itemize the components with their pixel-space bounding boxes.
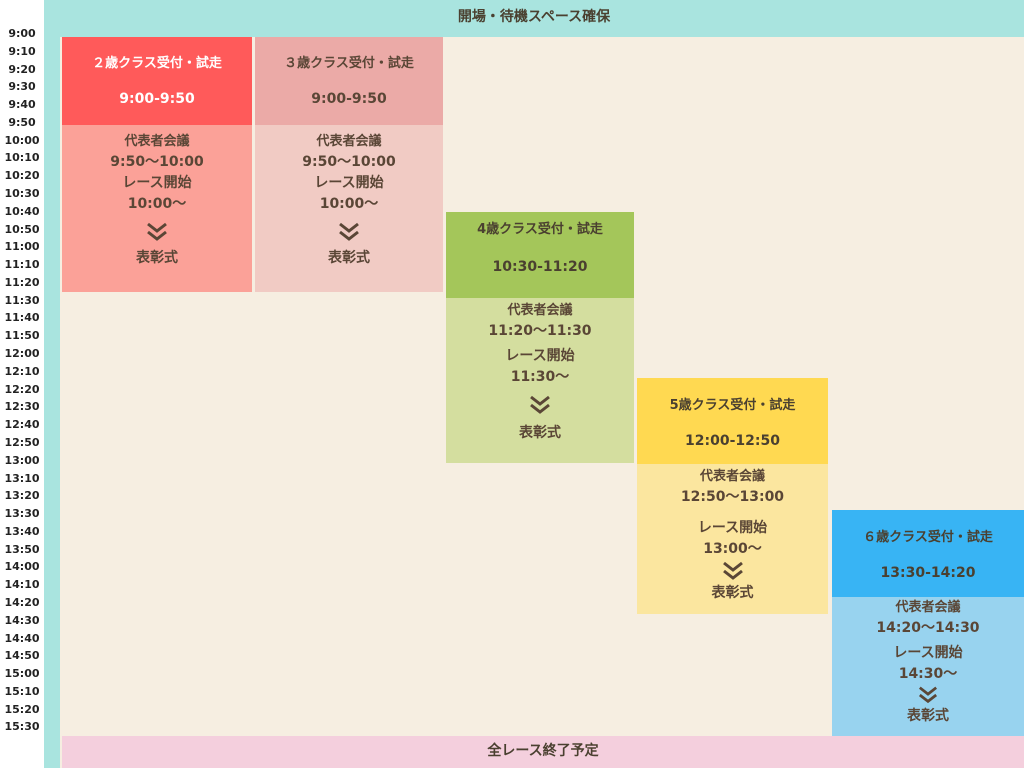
time-label: 9:40: [8, 98, 36, 112]
class-4-body: 代表者会議 11:20〜11:30 レース開始 11:30〜 表彰式: [446, 298, 634, 463]
class-4-head: 4歳クラス受付・試走 10:30-11:20: [446, 212, 634, 298]
class-time: 13:30-14:20: [880, 565, 976, 581]
time-label: 13:20: [4, 489, 40, 503]
chevron-down-icon: [722, 561, 743, 580]
award-ceremony: 表彰式: [136, 250, 178, 266]
meeting-time: 14:20〜14:30: [876, 620, 980, 636]
time-label: 13:30: [4, 507, 40, 521]
time-label: 9:50: [8, 115, 36, 129]
time-label: 12:00: [4, 347, 40, 361]
time-label: 10:40: [4, 204, 40, 218]
time-label: 11:30: [4, 293, 40, 307]
meeting-time: 9:50〜10:00: [110, 154, 204, 170]
race-label: レース開始: [893, 645, 963, 661]
time-label: 12:40: [4, 418, 40, 432]
race-time: 10:00〜: [127, 196, 187, 212]
time-label: 14:40: [4, 631, 40, 645]
time-label: 14:10: [4, 578, 40, 592]
time-label: 12:30: [4, 400, 40, 414]
time-label: 10:00: [4, 133, 40, 147]
class-time: 9:00-9:50: [119, 91, 195, 107]
award-ceremony: 表彰式: [519, 425, 561, 441]
opening-banner: 開場・待機スペース確保: [44, 0, 1024, 37]
class-title: ３歳クラス受付・試走: [284, 56, 414, 71]
time-label: 10:20: [4, 169, 40, 183]
class-2-head: ２歳クラス受付・試走 9:00-9:50: [62, 37, 252, 125]
meeting-label: 代表者会議: [895, 600, 961, 615]
time-label: 14:00: [4, 560, 40, 574]
time-label: 13:50: [4, 542, 40, 556]
time-label: 10:30: [4, 187, 40, 201]
meeting-label: 代表者会議: [316, 134, 382, 149]
class-title: ６歳クラス受付・試走: [863, 530, 993, 545]
time-label: 15:30: [4, 720, 40, 734]
time-label: 11:00: [4, 240, 40, 254]
race-time: 11:30〜: [510, 369, 570, 385]
chevron-down-icon: [918, 686, 938, 704]
time-label: 13:40: [4, 524, 40, 538]
meeting-time: 12:50〜13:00: [680, 489, 785, 505]
race-label: レース開始: [697, 520, 768, 536]
time-label: 10:50: [4, 222, 40, 236]
time-label: 12:10: [4, 364, 40, 378]
meeting-label: 代表者会議: [124, 134, 190, 149]
award-ceremony: 表彰式: [711, 585, 754, 601]
meeting-label: 代表者会議: [699, 469, 765, 484]
class-time: 9:00-9:50: [311, 91, 387, 107]
time-label: 9:20: [8, 62, 36, 76]
class-title: 4歳クラス受付・試走: [477, 222, 603, 237]
time-label: 14:50: [4, 649, 40, 663]
time-label: 9:30: [8, 80, 36, 94]
meeting-time: 11:20〜11:30: [488, 323, 592, 339]
award-ceremony: 表彰式: [328, 250, 370, 266]
time-label: 14:30: [4, 613, 40, 627]
meeting-time: 9:50〜10:00: [302, 154, 396, 170]
class-title: ２歳クラス受付・試走: [92, 56, 222, 71]
class-time: 12:00-12:50: [685, 433, 780, 449]
time-label: 9:00: [8, 27, 36, 40]
award-ceremony: 表彰式: [907, 708, 949, 724]
chevron-down-icon: [147, 222, 167, 241]
race-label: レース開始: [505, 348, 575, 364]
class-5-body: 代表者会議 12:50〜13:00 レース開始 13:00〜 表彰式: [637, 464, 828, 614]
chevron-down-icon: [530, 395, 550, 414]
time-label: 13:00: [4, 453, 40, 467]
class-2-body: 代表者会議 9:50〜10:00 レース開始 10:00〜 表彰式: [62, 125, 252, 292]
race-time: 13:00〜: [703, 541, 762, 557]
class-3-head: ３歳クラス受付・試走 9:00-9:50: [255, 37, 443, 125]
class-6-body: 代表者会議 14:20〜14:30 レース開始 14:30〜 表彰式: [832, 597, 1024, 736]
class-time: 10:30-11:20: [492, 259, 588, 275]
time-label: 15:10: [4, 684, 40, 698]
time-label: 11:20: [4, 275, 40, 289]
class-5-head: 5歳クラス受付・試走 12:00-12:50: [637, 378, 828, 464]
time-label: 11:50: [4, 329, 40, 343]
time-column: 9:00 9:10 9:20 9:30 9:40 9:50 10:00 10:10 10:20 1…: [0, 0, 44, 768]
race-label: レース開始: [122, 175, 192, 191]
race-time: 14:30〜: [898, 666, 958, 682]
chevron-down-icon: [339, 222, 359, 241]
class-6-head: ６歳クラス受付・試走 13:30-14:20: [832, 510, 1024, 597]
side-strip: [44, 0, 60, 768]
time-label: 15:00: [4, 667, 40, 681]
race-time: 10:00〜: [319, 196, 379, 212]
meeting-label: 代表者会議: [507, 303, 573, 318]
time-label: 11:40: [4, 311, 40, 325]
time-label: 12:20: [4, 382, 40, 396]
time-label: 9:10: [8, 44, 36, 58]
time-label: 10:10: [4, 151, 40, 165]
time-label: 14:20: [4, 595, 40, 609]
time-label: 11:10: [4, 258, 40, 272]
class-3-body: 代表者会議 9:50〜10:00 レース開始 10:00〜 表彰式: [255, 125, 443, 292]
closing-banner: 全レース終了予定: [62, 736, 1024, 768]
time-label: 12:50: [4, 435, 40, 449]
race-label: レース開始: [314, 175, 384, 191]
time-label: 15:20: [4, 702, 40, 716]
class-title: 5歳クラス受付・試走: [669, 398, 796, 413]
time-label: 13:10: [4, 471, 40, 485]
